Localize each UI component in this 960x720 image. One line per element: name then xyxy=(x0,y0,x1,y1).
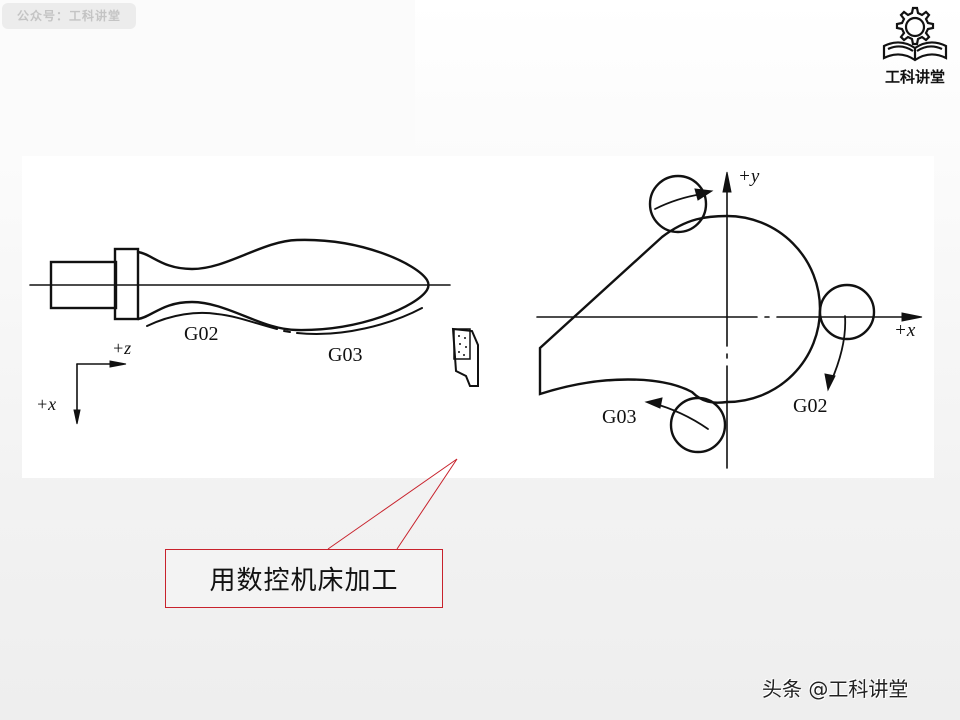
brand-logo: 工科讲堂 xyxy=(872,2,958,92)
label-g03-right: G03 xyxy=(602,406,637,428)
axis-label-y: +y xyxy=(738,166,760,187)
diagram-panel: G02 G03 +z +x +y +x G02 G03 xyxy=(22,156,934,478)
watermark-badge: 公众号：工科讲堂 xyxy=(2,3,136,29)
collar xyxy=(113,247,140,321)
axis-label-x-left: +x xyxy=(36,394,57,414)
label-g02-right: G02 xyxy=(793,395,828,417)
callout-box: 用数控机床加工 xyxy=(165,549,443,608)
label-g03-left: G03 xyxy=(328,344,363,366)
axis-label-x-right: +x xyxy=(894,320,916,341)
logo-text: 工科讲堂 xyxy=(884,68,945,86)
diagram-drawing xyxy=(29,171,923,469)
label-g02-left: G02 xyxy=(184,323,219,345)
footer-watermark: 头条 @工科讲堂 xyxy=(762,677,909,701)
gear-book-icon xyxy=(882,6,948,62)
axis-label-z: +z xyxy=(112,338,132,358)
